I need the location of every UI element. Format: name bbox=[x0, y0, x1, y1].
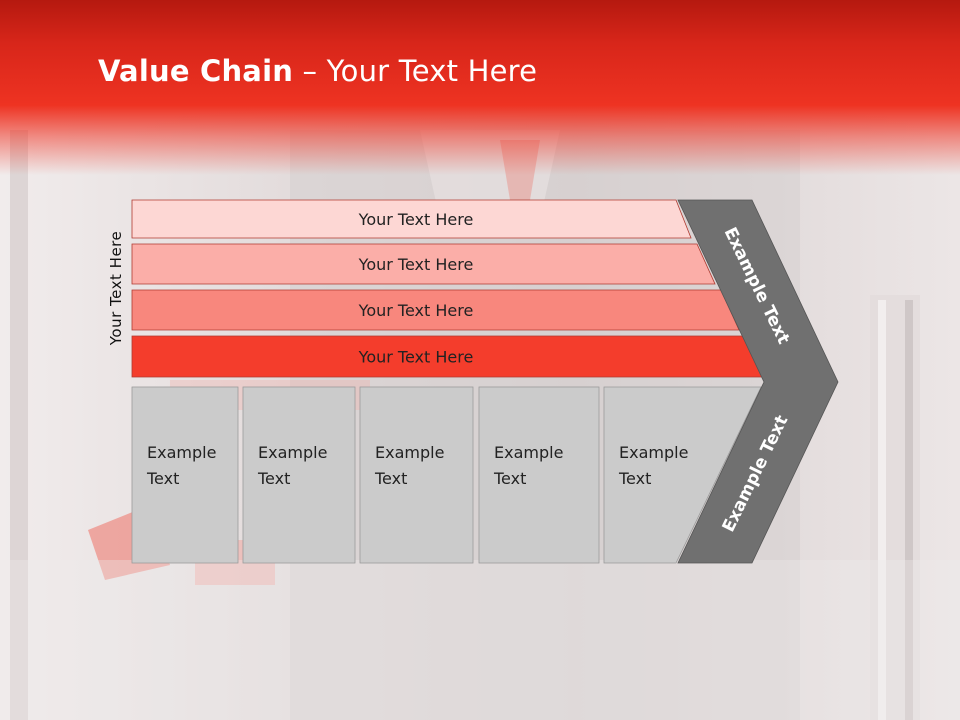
column-reflection-4-line1: Example bbox=[494, 666, 563, 685]
column-reflection-1-line2: Text bbox=[146, 640, 179, 659]
column-2-line2: Text bbox=[257, 469, 290, 488]
slide-title: Value Chain – Your Text Here bbox=[98, 54, 537, 88]
column-reflection-2-line2: Text bbox=[257, 640, 290, 659]
bar-label-3: Your Text Here bbox=[358, 301, 474, 320]
column-5-line1: Example bbox=[619, 443, 688, 462]
column-3-line1: Example bbox=[375, 443, 444, 462]
column-reflection-2-line1: Example bbox=[258, 666, 327, 685]
column-4-line1: Example bbox=[494, 443, 563, 462]
column-reflection-3-line2: Text bbox=[374, 640, 407, 659]
column-2 bbox=[242, 386, 356, 564]
column-reflection-2 bbox=[242, 564, 356, 720]
column-1 bbox=[131, 386, 239, 564]
column-reflection-3-line1: Example bbox=[375, 666, 444, 685]
chevron-reflection bbox=[678, 565, 826, 720]
column-reflection-4 bbox=[478, 564, 600, 720]
column-1-line1: Example bbox=[147, 443, 216, 462]
column-reflection-5-line2: Text bbox=[618, 640, 651, 659]
bar-1 bbox=[131, 199, 692, 239]
column-3 bbox=[359, 386, 474, 564]
title-rest: – Your Text Here bbox=[293, 54, 538, 88]
title-bold: Value Chain bbox=[98, 54, 294, 88]
bar-label-2: Your Text Here bbox=[358, 255, 474, 274]
bar-label-4: Your Text Here bbox=[358, 348, 474, 367]
column-4-line2: Text bbox=[493, 469, 526, 488]
column-5-line2: Text bbox=[618, 469, 651, 488]
column-5 bbox=[603, 386, 762, 564]
column-reflection-3 bbox=[359, 564, 474, 720]
bar-label-1: Your Text Here bbox=[358, 210, 474, 229]
column-reflection-5-line1: Example bbox=[619, 666, 688, 685]
chevron-arrow bbox=[677, 199, 839, 564]
column-reflection-4-line2: Text bbox=[493, 640, 526, 659]
column-reflection-1 bbox=[131, 564, 239, 720]
column-reflection-1-line1: Example bbox=[147, 666, 216, 685]
bar-2 bbox=[131, 243, 716, 285]
column-reflection-5 bbox=[603, 564, 752, 720]
column-1-line2: Text bbox=[146, 469, 179, 488]
column-4 bbox=[478, 386, 600, 564]
header-band bbox=[0, 0, 960, 175]
column-2-line1: Example bbox=[258, 443, 327, 462]
column-3-line2: Text bbox=[374, 469, 407, 488]
